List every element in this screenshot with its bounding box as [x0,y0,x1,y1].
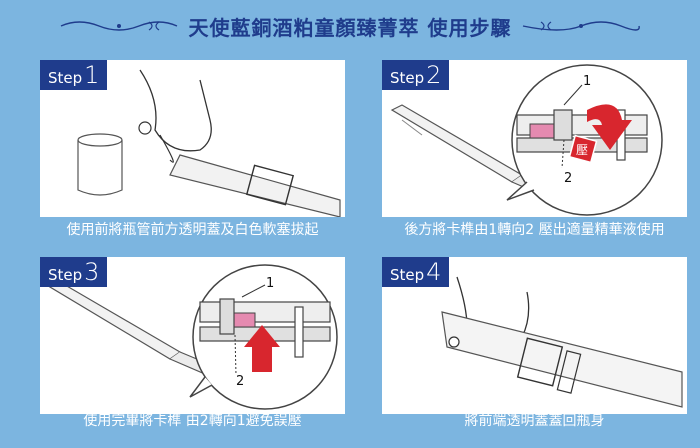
left-flourish-icon [60,21,177,31]
step-2-caption: 後方將卡榫由1轉向2 壓出適量精華液使用 [404,222,665,238]
step-3-tag: Step 3 [40,257,108,287]
press-label: 壓 [576,143,588,157]
step-4-illustration [441,276,683,408]
step-4-tag: Step 4 [382,257,450,287]
step-3-marker-1: 1 [266,276,274,291]
step-3-marker-2: 2 [236,374,244,389]
step-number: 3 [84,258,100,286]
step-2-marker-2: 2 [564,171,572,186]
step-word: Step [390,266,425,284]
step-1-illustration [77,69,341,217]
step-number: 2 [426,61,442,89]
step-3-caption: 使用完畢將卡榫 由2轉向1避免誤壓 [83,413,302,429]
step-word: Step [48,69,83,87]
right-flourish-icon [523,21,641,31]
step-1-panel: Step 1 [40,60,345,217]
step-number: 1 [84,61,100,89]
step-4-panel: Step 4 [382,257,687,414]
page-title: 天使藍銅酒粕童顏臻菁萃 使用步驟 [188,15,512,40]
step-2-illustration: 1 2 壓 [390,64,663,216]
step-number: 4 [426,258,442,286]
step-1-caption: 使用前將瓶管前方透明蓋及白色軟塞拔起 [66,222,319,238]
step-2-tag: Step 2 [382,60,450,90]
step-2-marker-1: 1 [583,74,591,89]
step-2-panel: 1 2 壓 Step 2 [382,60,687,217]
step-3-panel: 1 2 Step 3 [40,257,345,414]
step-word: Step [48,266,83,284]
step-word: Step [390,69,425,87]
step-4-caption: 將前端透明蓋蓋回瓶身 [464,413,605,429]
title-row: 天使藍銅酒粕童顏臻菁萃 使用步驟 [0,0,700,52]
step-3-illustration: 1 2 [48,264,338,410]
step-1-tag: Step 1 [40,60,108,90]
